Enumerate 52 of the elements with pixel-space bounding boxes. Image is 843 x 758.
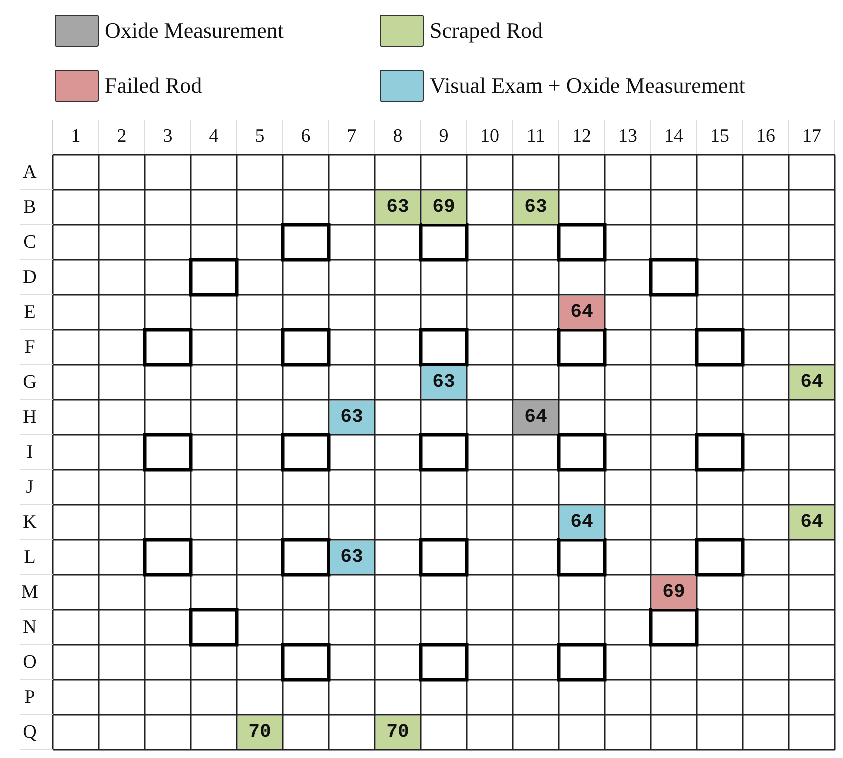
colored-value-cell: 63	[330, 541, 374, 574]
column-number: 12	[572, 125, 592, 149]
column-number: 15	[710, 125, 730, 149]
column-number: 8	[392, 125, 404, 149]
row-letter: G	[22, 371, 38, 395]
row-letter: K	[22, 511, 38, 535]
column-number: 4	[208, 125, 220, 149]
colored-value-cell: 69	[652, 576, 696, 609]
colored-value-cell: 69	[422, 191, 466, 224]
row-letter: M	[20, 581, 40, 605]
row-letter: E	[23, 301, 37, 325]
legend-label: Oxide Measurement	[105, 17, 284, 45]
column-number: 11	[526, 125, 546, 149]
colored-value-cell: 64	[514, 401, 558, 434]
colored-value-cell: 63	[514, 191, 558, 224]
column-number: 9	[438, 125, 450, 149]
row-letter: F	[24, 336, 36, 360]
row-letter: B	[22, 196, 38, 220]
row-letter: P	[24, 686, 36, 710]
row-letter: Q	[22, 721, 38, 745]
colored-value-cell: 64	[790, 366, 834, 399]
colored-value-cell: 64	[790, 506, 834, 539]
row-letter: I	[26, 441, 34, 465]
colored-value-cell: 70	[238, 716, 282, 749]
column-number: 16	[756, 125, 776, 149]
colored-value-cell: 70	[376, 716, 420, 749]
legend-label: Failed Rod	[105, 72, 202, 100]
legend-label: Visual Exam + Oxide Measurement	[430, 72, 746, 100]
column-number: 3	[162, 125, 174, 149]
column-number: 6	[300, 125, 312, 149]
row-letter: J	[25, 476, 35, 500]
row-letter: D	[22, 266, 38, 290]
row-letter: N	[22, 616, 38, 640]
row-letter: H	[22, 406, 38, 430]
column-number: 2	[116, 125, 128, 149]
column-number: 14	[664, 125, 684, 149]
column-number: 7	[346, 125, 358, 149]
column-number: 10	[480, 125, 500, 149]
row-letter: O	[22, 651, 38, 675]
column-number: 13	[618, 125, 638, 149]
colored-value-cell: 63	[376, 191, 420, 224]
colored-value-cell: 64	[560, 506, 604, 539]
row-letter: L	[23, 546, 37, 570]
column-number: 1	[70, 125, 82, 149]
column-number: 5	[254, 125, 266, 149]
legend-label: Scraped Rod	[430, 17, 544, 45]
column-number: 17	[802, 125, 822, 149]
colored-value-cell: 64	[560, 296, 604, 329]
colored-value-cell: 63	[422, 366, 466, 399]
colored-value-cell: 63	[330, 401, 374, 434]
row-letter: C	[22, 231, 38, 255]
row-letter: A	[22, 161, 38, 185]
